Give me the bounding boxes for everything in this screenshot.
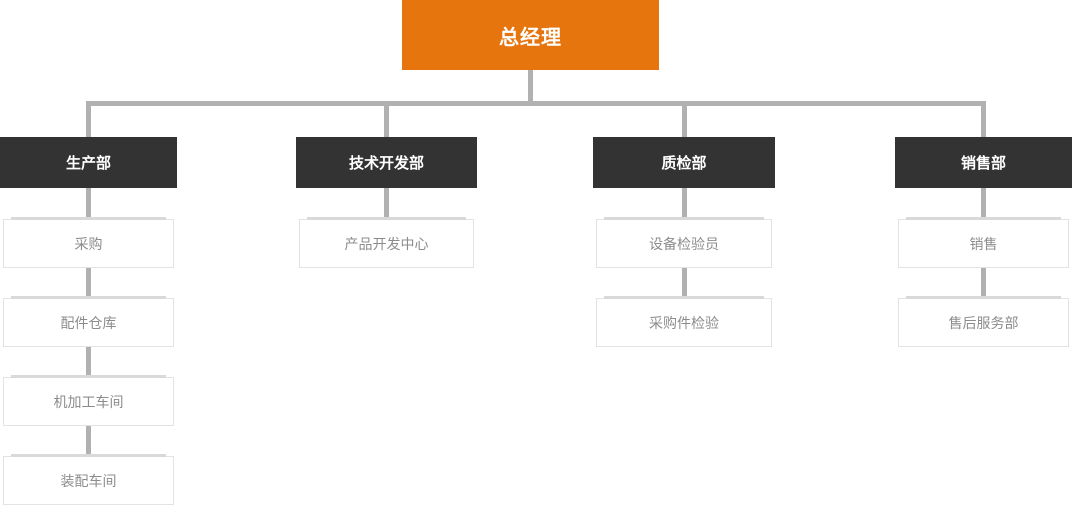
leaf-node-product-dev-center[interactable]: 产品开发中心 <box>299 217 474 268</box>
connector-stub <box>681 268 687 299</box>
dept-node-sales[interactable]: 销售部 <box>895 137 1072 188</box>
leaf-node-equipment-inspector[interactable]: 设备检验员 <box>596 217 772 268</box>
root-node-general-manager[interactable]: 总经理 <box>402 0 659 70</box>
leaf-node-machining-workshop[interactable]: 机加工车间 <box>3 375 174 426</box>
leaf-node-purchased-parts-inspection[interactable]: 采购件检验 <box>596 296 772 347</box>
connector-stub <box>86 268 91 299</box>
column-tech-development: 技术开发部 产品开发中心 <box>296 0 477 507</box>
connector-drop <box>384 106 389 137</box>
connector-root-stub <box>528 70 533 101</box>
connector-stub <box>86 188 91 219</box>
connector-drop <box>681 106 687 137</box>
leaf-node-after-sales-service[interactable]: 售后服务部 <box>898 296 1069 347</box>
dept-node-production[interactable]: 生产部 <box>0 137 177 188</box>
leaf-node-parts-warehouse[interactable]: 配件仓库 <box>3 296 174 347</box>
connector-stub <box>86 347 91 378</box>
connector-drop <box>86 106 91 137</box>
connector-drop <box>981 106 986 137</box>
connector-stub <box>86 426 91 457</box>
dept-node-quality-inspection[interactable]: 质检部 <box>593 137 775 188</box>
leaf-node-sales[interactable]: 销售 <box>898 217 1069 268</box>
leaf-node-assembly-workshop[interactable]: 装配车间 <box>3 454 174 505</box>
connector-stub <box>981 268 986 299</box>
connector-stub <box>384 188 389 219</box>
dept-node-tech-development[interactable]: 技术开发部 <box>296 137 477 188</box>
leaf-node-purchasing[interactable]: 采购 <box>3 217 174 268</box>
connector-stub <box>981 188 986 219</box>
connector-stub <box>681 188 687 219</box>
column-quality-inspection: 质检部 设备检验员 采购件检验 <box>593 0 775 507</box>
column-sales: 销售部 销售 售后服务部 <box>895 0 1072 507</box>
column-production: 生产部 采购 配件仓库 机加工车间 装配车间 <box>0 0 177 507</box>
connector-trunk-line <box>86 101 986 106</box>
